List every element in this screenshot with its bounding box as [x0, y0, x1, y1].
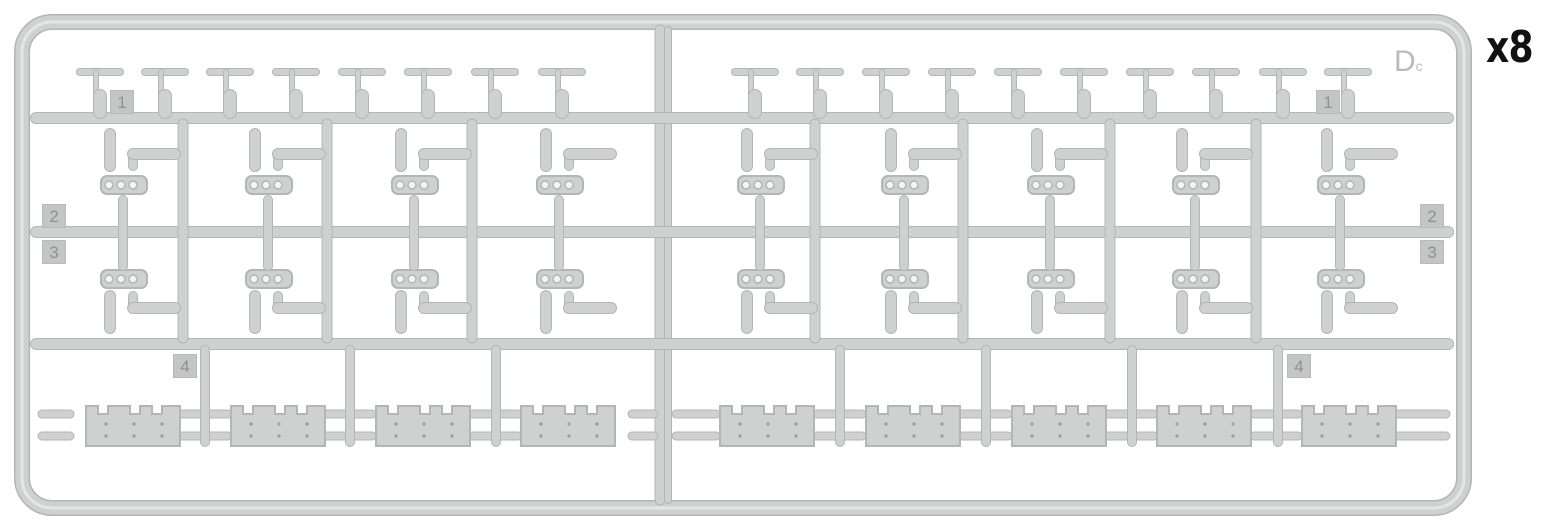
- bracket-part: [881, 128, 962, 195]
- bracket-part: [1027, 269, 1108, 334]
- bracket-part: [1317, 128, 1398, 195]
- quantity-label: x8: [1486, 22, 1534, 73]
- bracket-part: [245, 128, 326, 195]
- track-block-part: [1301, 405, 1397, 447]
- bracket-part: [881, 269, 962, 334]
- track-block-part: [719, 405, 815, 447]
- bracket-part: [536, 269, 617, 334]
- bracket-part: [1172, 269, 1253, 334]
- part-number-tag: 1: [1316, 90, 1340, 114]
- track-block-part: [85, 405, 181, 447]
- track-block-part: [865, 405, 961, 447]
- logo-letter: D: [1394, 45, 1416, 78]
- track-block-part: [230, 405, 326, 447]
- part-number-tag: 2: [42, 204, 66, 228]
- bracket-part: [1317, 269, 1398, 334]
- bracket-part: [100, 269, 181, 334]
- bracket-part: [391, 269, 472, 334]
- track-block-part: [1156, 405, 1252, 447]
- bracket-part: [391, 128, 472, 195]
- part-number-tag: 4: [1287, 354, 1311, 378]
- bracket-part: [1172, 128, 1253, 195]
- bracket-part: [245, 269, 326, 334]
- logo-subletter: c: [1415, 58, 1423, 74]
- part-number-tag: 4: [173, 354, 197, 378]
- bracket-part: [737, 269, 818, 334]
- part-number-tag: 2: [1420, 204, 1444, 228]
- sprue-parts: [76, 68, 1398, 447]
- track-block-part: [375, 405, 471, 447]
- part-number-tag: 3: [1420, 240, 1444, 264]
- bracket-part: [536, 128, 617, 195]
- part-number-tag: 1: [110, 90, 134, 114]
- bracket-part: [737, 128, 818, 195]
- part-number-tag: 3: [42, 240, 66, 264]
- track-block-part: [1011, 405, 1107, 447]
- bracket-part: [1027, 128, 1108, 195]
- track-block-part: [520, 405, 616, 447]
- bracket-part: [100, 128, 181, 195]
- manufacturer-logo: Dc: [1394, 44, 1440, 80]
